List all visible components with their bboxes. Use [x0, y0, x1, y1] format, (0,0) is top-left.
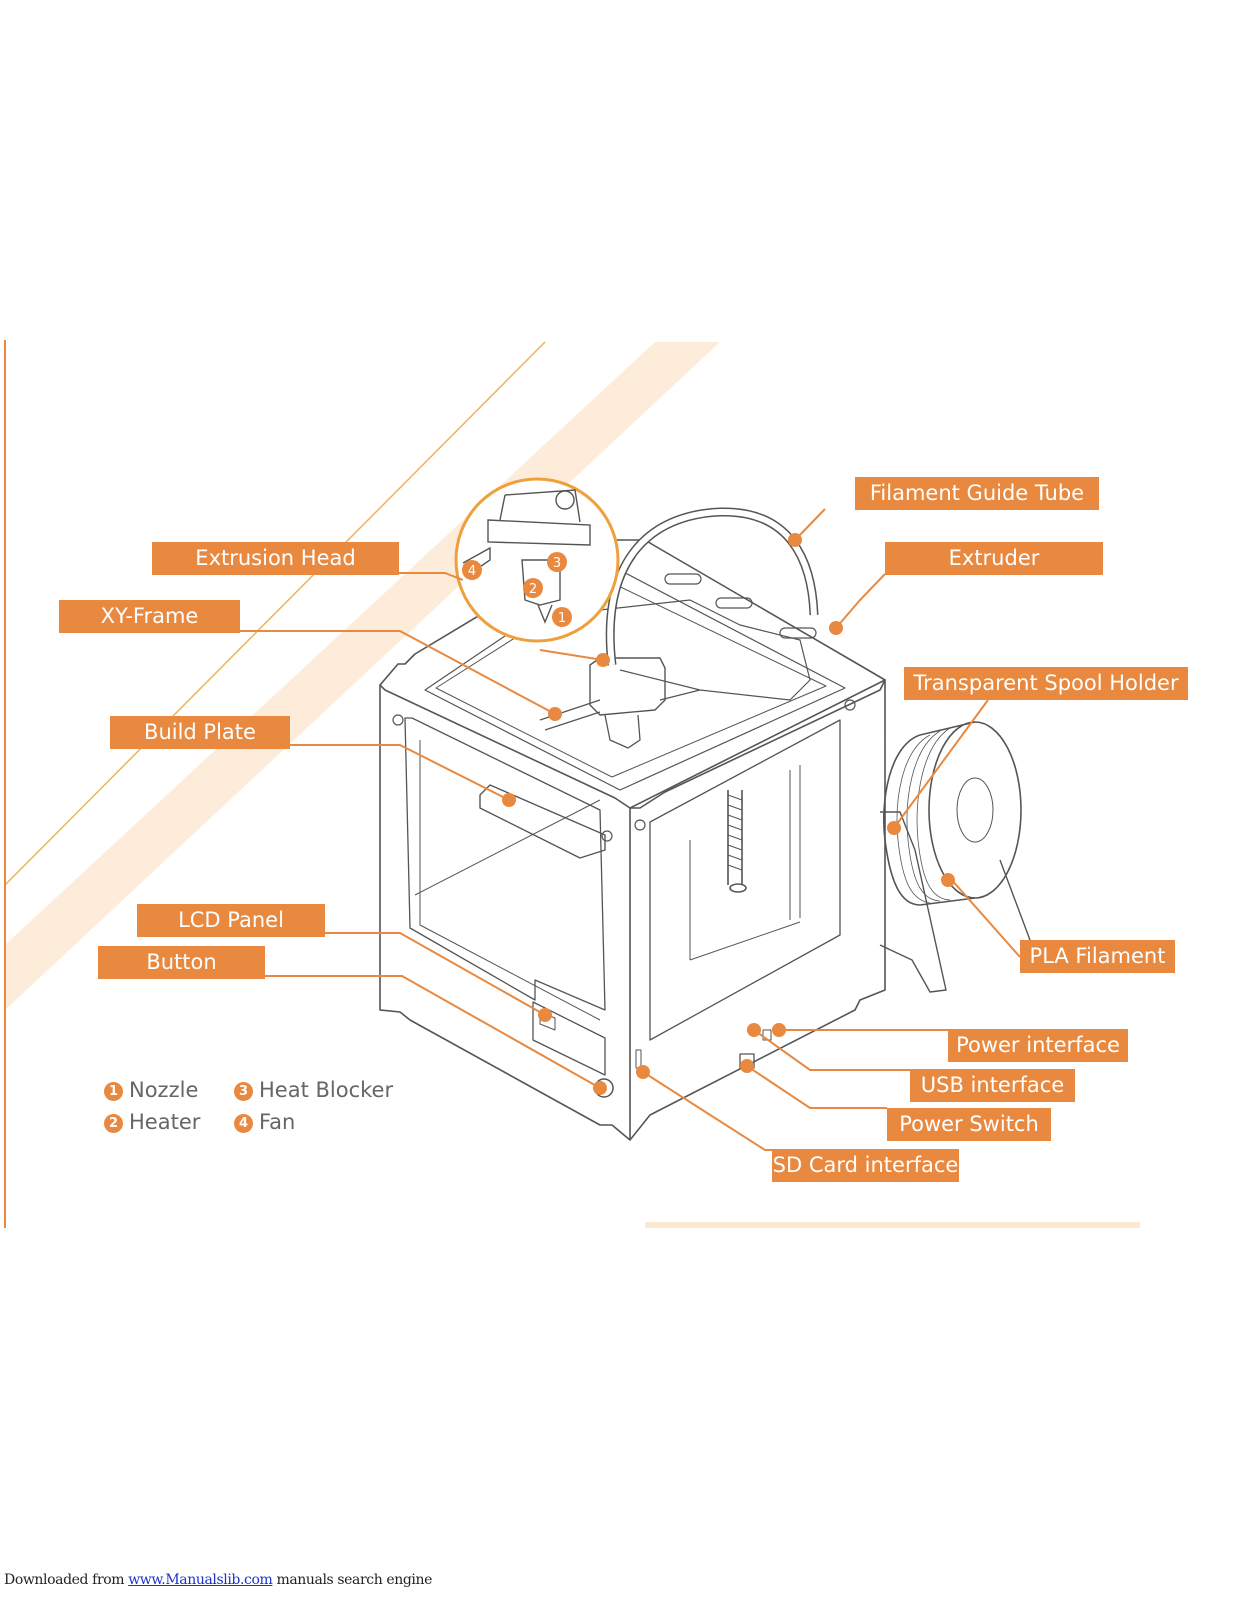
- callout-4: 4: [468, 564, 476, 579]
- legend-item: 2 Heater: [104, 1110, 200, 1134]
- footer-link[interactable]: www.Manualslib.com: [128, 1572, 273, 1588]
- leader-lines: [239, 508, 1021, 1151]
- label-extrusion-head: Extrusion Head: [152, 542, 399, 575]
- label-button: Button: [98, 946, 265, 979]
- label-sd-card-interface: SD Card interface: [772, 1149, 959, 1182]
- legend-text: Heater: [129, 1110, 201, 1134]
- legend-number: 4: [234, 1114, 253, 1133]
- legend-text: Fan: [259, 1110, 296, 1134]
- label-filament-guide-tube: Filament Guide Tube: [855, 477, 1099, 510]
- legend-number: 3: [234, 1082, 253, 1101]
- legend-number: 1: [104, 1082, 123, 1101]
- callout-1: 1: [558, 611, 566, 626]
- legend-item: 3 Heat Blocker: [234, 1078, 393, 1102]
- footer: Downloaded from www.Manualslib.com manua…: [4, 1572, 432, 1588]
- callout-3: 3: [553, 556, 561, 571]
- legend-item: 1 Nozzle: [104, 1078, 198, 1102]
- label-build-plate: Build Plate: [110, 716, 290, 749]
- label-extruder: Extruder: [885, 542, 1103, 575]
- callout-2: 2: [529, 582, 537, 597]
- label-power-switch: Power Switch: [887, 1108, 1051, 1141]
- legend-item: 4 Fan: [234, 1110, 295, 1134]
- label-transparent-spool-holder: Transparent Spool Holder: [904, 667, 1188, 700]
- extrusion-head-zoom: [454, 477, 620, 643]
- label-xy-frame: XY-Frame: [59, 600, 240, 633]
- leader-dots: [502, 533, 955, 1095]
- legend-text: Nozzle: [129, 1078, 199, 1102]
- footer-prefix: Downloaded from: [4, 1572, 129, 1588]
- footer-suffix: manuals search engine: [272, 1572, 433, 1588]
- legend-text: Heat Blocker: [259, 1078, 394, 1102]
- label-lcd-panel: LCD Panel: [137, 904, 325, 937]
- label-usb-interface: USB interface: [910, 1069, 1075, 1102]
- label-power-interface: Power interface: [948, 1029, 1128, 1062]
- legend-number: 2: [104, 1114, 123, 1133]
- label-pla-filament: PLA Filament: [1020, 940, 1175, 973]
- callout-markers: 1 2 3 4: [462, 552, 572, 627]
